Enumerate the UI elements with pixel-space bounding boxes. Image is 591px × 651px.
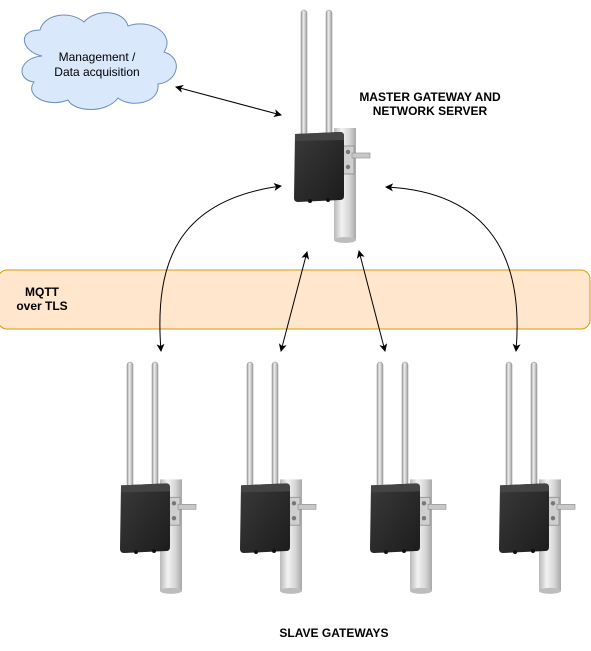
cloud-label-line2: Data acquisition — [54, 65, 139, 79]
slave-gateway-4-icon — [498, 361, 576, 595]
master-label-line1: MASTER GATEWAY AND — [359, 90, 501, 104]
connector-cloud-master — [175, 84, 282, 118]
slave-gateway-2-icon — [239, 361, 317, 595]
cloud-label-line1: Management / — [59, 50, 136, 64]
connector-master-slave-3 — [356, 250, 388, 352]
slave-gateway-3-icon — [369, 361, 447, 595]
cloud-icon — [21, 12, 177, 110]
master-gateway-icon — [293, 9, 371, 244]
band-label-line2: over TLS — [16, 299, 67, 313]
master-label-line2: NETWORK SERVER — [373, 104, 488, 118]
band-label-line1: MQTT — [25, 285, 60, 299]
connector-master-slave-1 — [156, 182, 282, 352]
connector-master-slave-4 — [385, 183, 521, 352]
slave-gateway-1-icon — [119, 361, 197, 595]
connector-master-slave-2 — [278, 251, 310, 352]
slave-gateways-label: SLAVE GATEWAYS — [279, 626, 388, 640]
